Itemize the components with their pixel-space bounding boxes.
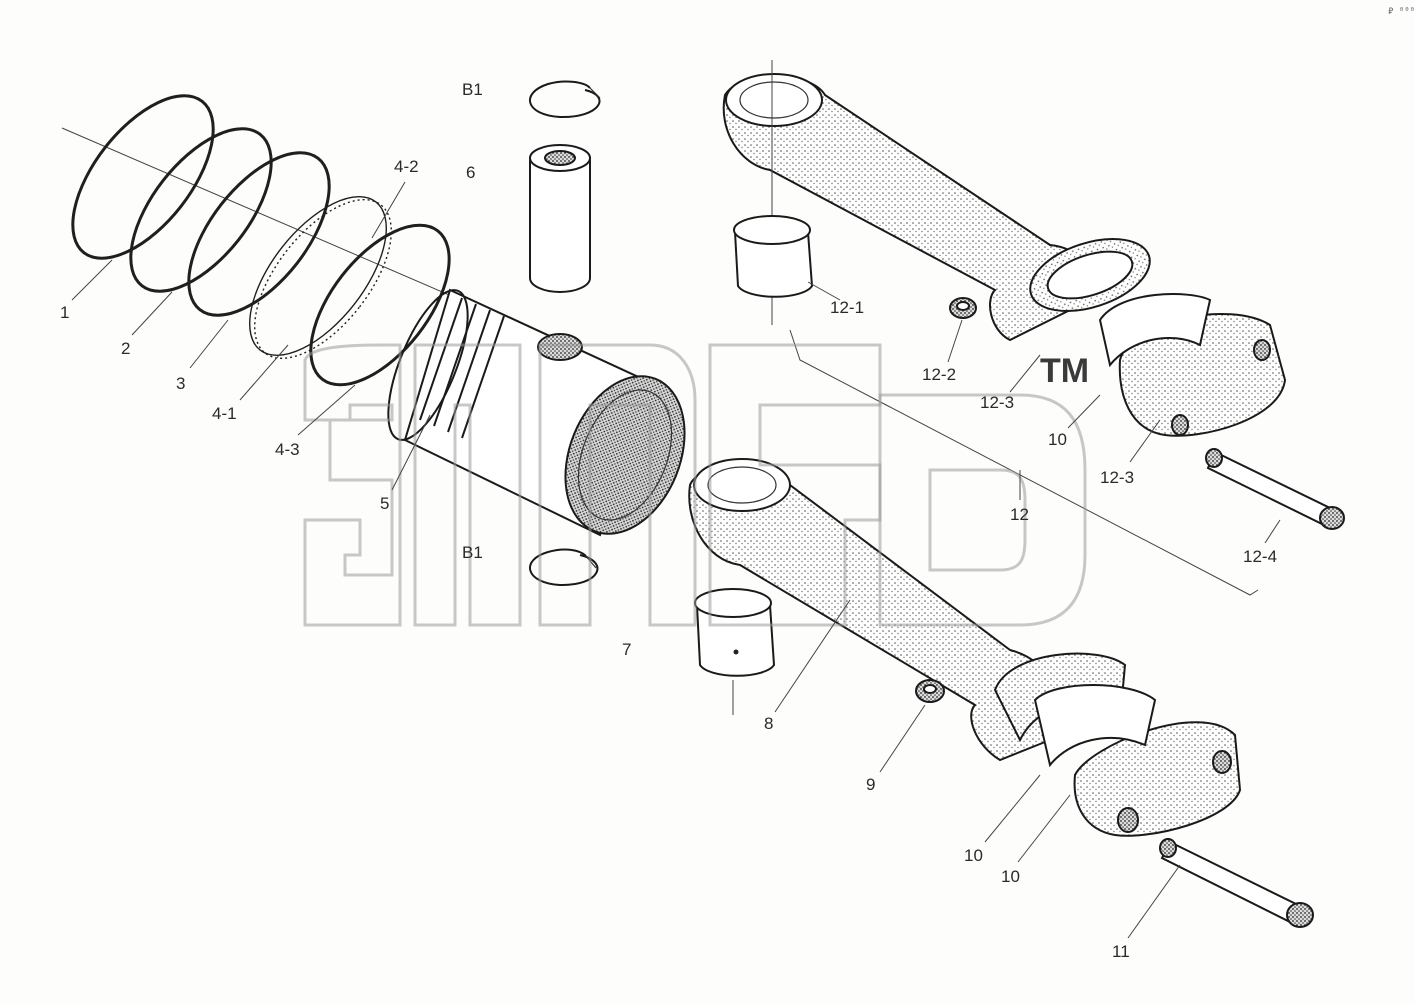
label-ring-1: 1 <box>60 303 69 322</box>
ring-4-3 <box>309 223 451 387</box>
label-nut: 9 <box>866 775 875 794</box>
label-bushing: 7 <box>622 640 631 659</box>
label-rod: 8 <box>764 714 773 733</box>
callouts: B1 6 4-2 1 2 3 4-1 4-3 5 B1 7 8 9 10 10 … <box>60 80 1277 961</box>
ring-4-1 <box>249 195 387 357</box>
label-assy-nut: 12-2 <box>922 365 956 384</box>
label-ring-4-2: 4-2 <box>394 157 419 176</box>
label-piston: 5 <box>380 494 389 513</box>
rod-cap-upper <box>1098 293 1287 437</box>
label-ring-3: 3 <box>176 374 185 393</box>
ring-4-1-expander <box>254 198 392 360</box>
label-ring-2: 2 <box>121 339 130 358</box>
ring-1 <box>71 94 215 260</box>
ring-2 <box>129 127 273 293</box>
piston-pin <box>529 144 591 293</box>
label-assy-bolt: 12-4 <box>1243 547 1277 566</box>
label-bolt: 11 <box>1112 942 1130 961</box>
watermark-logo: TM <box>303 343 1089 627</box>
nut-12-2 <box>949 297 977 319</box>
label-assy-liner-a: 12-3 <box>980 393 1014 412</box>
label-liner-c: 10 <box>1048 430 1067 449</box>
connecting-rod-assembly <box>722 60 1151 342</box>
label-liner-a: 10 <box>964 846 983 865</box>
leader-lines <box>71 181 1281 939</box>
label-circlip-bottom: B1 <box>462 543 483 562</box>
label-pin: 6 <box>466 163 475 182</box>
label-circlip-top: B1 <box>462 80 483 99</box>
label-ring-4-1: 4-1 <box>212 404 237 423</box>
label-rod-assembly: 12 <box>1010 505 1029 524</box>
label-assy-liner-b: 12-3 <box>1100 468 1134 487</box>
label-assy-bushing: 12-1 <box>830 298 864 317</box>
watermark-trademark: TM <box>1040 352 1089 390</box>
piston <box>387 288 686 537</box>
piston-rings <box>71 94 451 387</box>
circlip-top <box>529 80 601 119</box>
nut <box>915 679 945 703</box>
label-ring-4-3: 4-3 <box>275 440 300 459</box>
rod-cap-lower <box>1033 684 1242 837</box>
rod-bushing-12-1 <box>733 215 814 298</box>
piston-pin-bore <box>537 333 583 361</box>
label-liner-b: 10 <box>1001 867 1020 886</box>
bolt <box>1159 838 1314 928</box>
ring-3 <box>187 151 331 317</box>
bolt-12-4 <box>1205 448 1345 530</box>
corner-mark: ₽ ⁰⁰⁰ <box>1388 7 1414 17</box>
rod-bushing <box>694 588 776 677</box>
